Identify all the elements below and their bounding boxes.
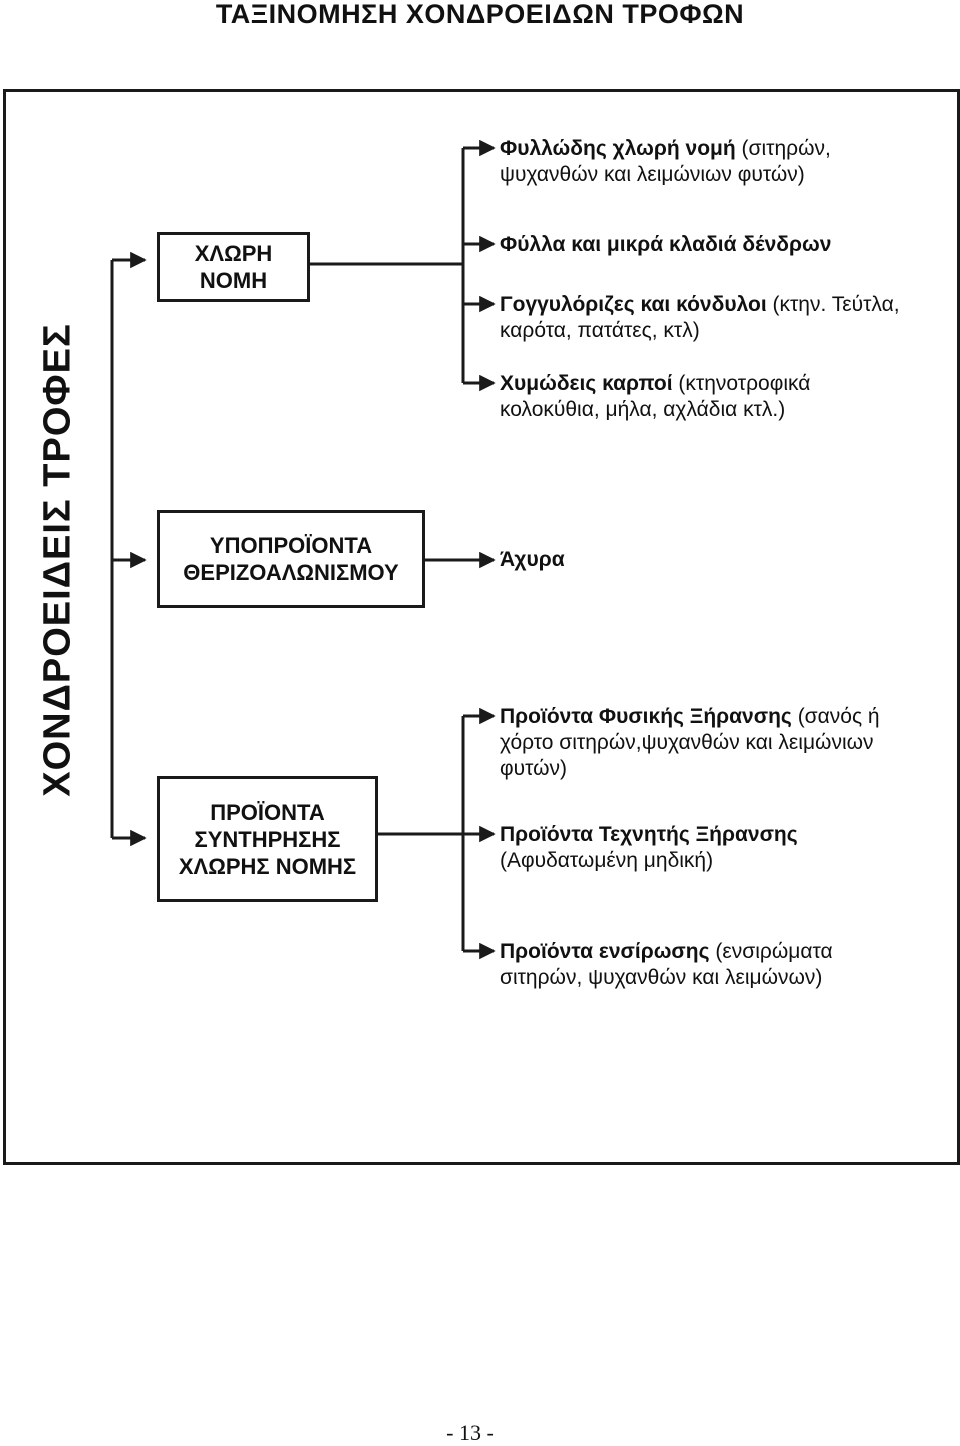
category-line: ΧΛΩΡΗΣ ΝΟΜΗΣ xyxy=(178,853,357,879)
page-title: ΤΑΞΙΝΟΜΗΣΗ ΧΟΝΔΡΟΕΙΔΩΝ ΤΡΟΦΩΝ xyxy=(215,0,745,29)
item-bold: Προϊόντα ενσίρωσης xyxy=(500,940,710,963)
category-line: ΠΡΟΪΟΝΤΑ xyxy=(210,799,325,825)
item-roots-tubers: Γογγυλόριζες και κόνδυλοι (κτην. Τεύτλα,… xyxy=(500,292,900,344)
item-bold: Φύλλα και μικρά κλαδιά δένδρων xyxy=(500,233,832,256)
item-text: (σανός ή xyxy=(791,705,880,728)
item-text: (Αφυδατωμένη μηδική) xyxy=(500,849,714,872)
item-artificial-drying: Προϊόντα Τεχνητής Ξήρανσης (Αφυδατωμένη … xyxy=(500,822,798,874)
item-bold: Άχυρα xyxy=(500,548,565,571)
item-text: κολοκύθια, μήλα, αχλάδια κτλ.) xyxy=(500,398,786,421)
item-text: φυτών) xyxy=(500,757,567,780)
item-leafy-green-forage: Φυλλώδης χλωρή νομή (σιτηρών, ψυχανθών κ… xyxy=(500,136,831,188)
diagram-frame xyxy=(3,89,960,1165)
category-line: ΧΛΩΡΗ xyxy=(194,241,273,266)
item-bold: Προϊόντα Φυσικής Ξήρανσης xyxy=(500,705,792,728)
item-bold: Χυμώδεις καρποί xyxy=(500,372,673,395)
category-box-preserved-forage: ΠΡΟΪΟΝΤΑ ΣΥΝΤΗΡΗΣΗΣ ΧΛΩΡΗΣ ΝΟΜΗΣ xyxy=(157,776,378,902)
category-line: ΥΠΟΠΡΟΪΟΝΤΑ xyxy=(209,533,373,558)
page-number: - 13 - xyxy=(446,1420,494,1445)
item-bold: Φυλλώδης χλωρή νομή xyxy=(500,137,736,160)
item-straw: Άχυρα xyxy=(500,547,565,573)
item-text: (σιτηρών, xyxy=(735,137,831,160)
category-box-harvest-byproducts: ΥΠΟΠΡΟΪΟΝΤΑ ΘΕΡΙΖΟΑΛΩΝΙΣΜΟΥ xyxy=(157,510,425,608)
item-natural-drying: Προϊόντα Φυσικής Ξήρανσης (σανός ή χόρτο… xyxy=(500,704,880,782)
item-bold: Γογγυλόριζες και κόνδυλοι xyxy=(500,293,767,316)
item-bold: Προϊόντα Τεχνητής Ξήρανσης xyxy=(500,823,798,846)
item-text: καρότα, πατάτες, κτλ) xyxy=(500,319,700,342)
item-text: (κτηνοτροφικά xyxy=(672,372,811,395)
item-silage: Προϊόντα ενσίρωσης (ενσιρώματα σιτηρών, … xyxy=(500,939,833,991)
item-text: σιτηρών, ψυχανθών και λειμώνων) xyxy=(500,966,823,989)
item-text: (ενσιρώματα xyxy=(709,940,833,963)
item-text: ψυχανθών και λειμώνιων φυτών) xyxy=(500,163,805,186)
category-line: ΣΥΝΤΗΡΗΣΗΣ xyxy=(194,826,341,852)
item-succulent-fruits: Χυμώδεις καρποί (κτηνοτροφικά κολοκύθια,… xyxy=(500,371,810,423)
item-leaves-twigs: Φύλλα και μικρά κλαδιά δένδρων xyxy=(500,232,831,258)
item-text: χόρτο σιτηρών,ψυχανθών και λειμώνιων xyxy=(500,731,874,754)
item-text: (κτην. Τεύτλα, xyxy=(766,293,900,316)
category-line: ΝΟΜΗ xyxy=(199,268,268,293)
category-line: ΘΕΡΙΖΟΑΛΩΝΙΣΜΟΥ xyxy=(183,560,399,585)
category-box-green-forage: ΧΛΩΡΗ ΝΟΜΗ xyxy=(157,232,310,302)
